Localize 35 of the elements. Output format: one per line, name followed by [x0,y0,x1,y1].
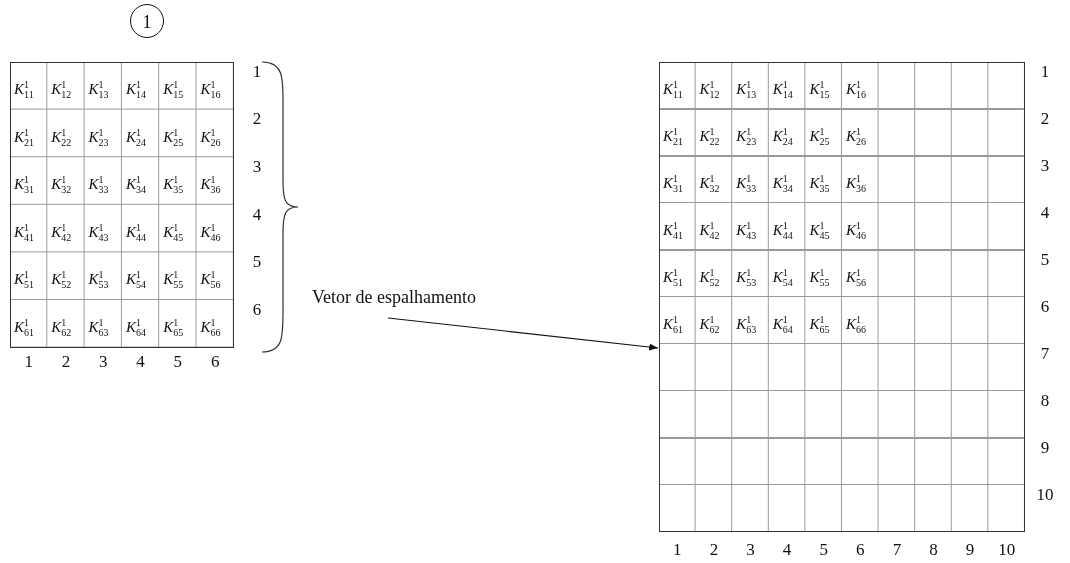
arrow [387,317,659,351]
row-number: 6 [1039,296,1051,317]
row-number: 8 [1039,390,1051,411]
column-number: 4 [781,540,793,560]
row-number: 4 [251,204,263,225]
row-number: 10 [1035,484,1055,505]
column-number: 2 [60,352,72,372]
matrix-grid [659,62,1025,532]
column-number: 9 [964,540,976,560]
row-number: 7 [1039,343,1051,364]
column-number: 5 [172,352,184,372]
row-number: 1 [1039,61,1051,82]
annotation-text: Vetor de espalhamento [312,286,502,308]
column-number: 2 [708,540,720,560]
column-number: 3 [745,540,756,560]
column-number: 1 [672,540,683,560]
row-number: 1 [251,61,263,82]
row-number: 5 [251,252,263,273]
row-number: 6 [251,299,263,320]
column-number: 1 [23,352,34,372]
column-number: 6 [855,540,866,560]
column-number: 10 [997,540,1017,560]
row-number: 2 [1039,108,1051,129]
column-number: 8 [928,540,939,560]
row-number: 9 [1039,437,1051,458]
row-number: 2 [251,109,263,130]
row-number: 3 [1039,155,1051,176]
row-number: 3 [251,157,263,177]
row-number: 5 [1039,249,1051,270]
column-number: 4 [135,352,146,372]
column-number: 5 [818,540,829,560]
column-number: 7 [891,540,903,560]
column-number: 6 [209,352,221,372]
row-number: 4 [1039,202,1051,223]
column-number: 3 [98,352,109,372]
